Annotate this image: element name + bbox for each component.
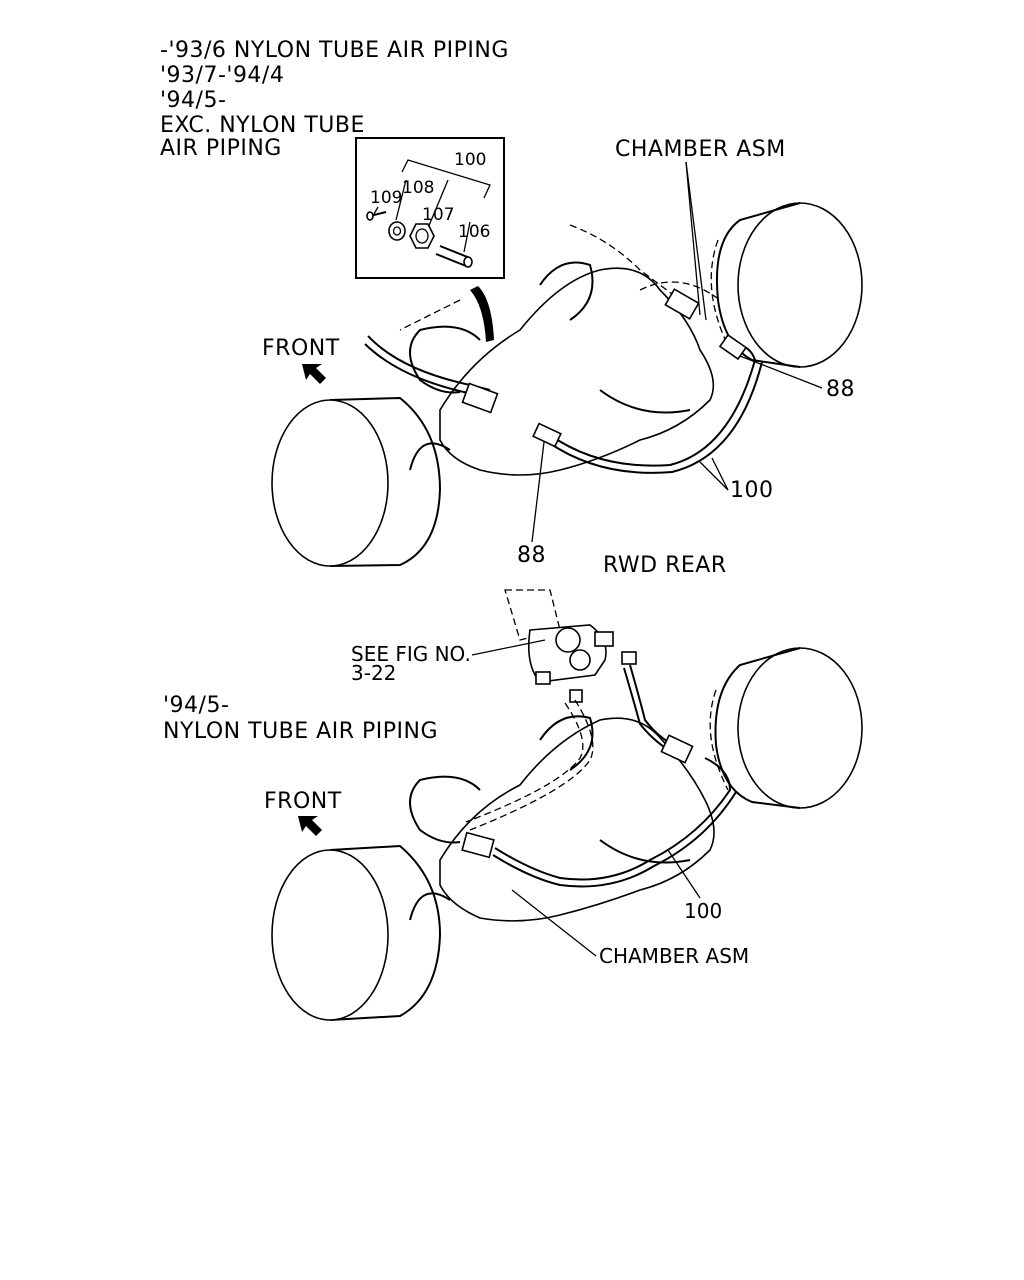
lower-front-label: FRONT bbox=[264, 789, 342, 814]
upper-callout-100: 100 bbox=[730, 478, 774, 503]
relay-valve-assembly bbox=[504, 589, 637, 703]
lower-callout-100: 100 bbox=[684, 899, 722, 923]
pin-109 bbox=[366, 211, 387, 221]
callout-106: 106 bbox=[458, 222, 490, 242]
see-fig-line-2: 3-22 bbox=[351, 661, 396, 685]
note-line-3: '94/5- bbox=[160, 88, 226, 113]
upper-connector-left bbox=[461, 382, 499, 414]
upper-hose-88-right bbox=[718, 333, 748, 361]
tube-106 bbox=[435, 245, 473, 268]
note-line-1: -'93/6 NYLON TUBE AIR PIPING bbox=[160, 38, 509, 63]
upper-callout-88-bottom: 88 bbox=[517, 543, 546, 568]
upper-differential-housing bbox=[439, 267, 715, 476]
parts-inset: 100 108 109 107 106 bbox=[355, 137, 505, 342]
nut-107 bbox=[409, 223, 435, 249]
lower-front-arrow-icon bbox=[298, 816, 322, 836]
upper-hose-88-left bbox=[532, 422, 562, 448]
upper-connector-right bbox=[664, 288, 700, 320]
lower-axle-assembly bbox=[271, 589, 863, 1021]
lower-connector-left bbox=[461, 831, 495, 859]
upper-chamber-label: CHAMBER ASM bbox=[615, 137, 786, 162]
upper-callout-88-right: 88 bbox=[826, 377, 855, 402]
upper-front-arrow-icon bbox=[302, 364, 326, 384]
inset-pointer bbox=[470, 286, 494, 342]
upper-front-label: FRONT bbox=[262, 336, 340, 361]
see-fig-line-1: SEE FIG NO. bbox=[351, 642, 471, 666]
section-title: RWD REAR bbox=[603, 553, 727, 578]
lower-chamber-label: CHAMBER ASM bbox=[599, 944, 749, 968]
callout-100-inset: 100 bbox=[454, 150, 486, 170]
top-notes: -'93/6 NYLON TUBE AIR PIPING '93/7-'94/4… bbox=[160, 38, 509, 161]
callout-107: 107 bbox=[422, 205, 454, 225]
note-line-2: '93/7-'94/4 bbox=[160, 63, 284, 88]
lower-connector-right bbox=[660, 734, 694, 764]
upper-left-drum bbox=[271, 396, 442, 567]
washer-108 bbox=[388, 221, 406, 241]
note-line-5: AIR PIPING bbox=[160, 136, 282, 161]
lower-right-drum bbox=[709, 647, 863, 809]
lower-left-drum bbox=[271, 844, 442, 1021]
lower-note-line-2: NYLON TUBE AIR PIPING bbox=[163, 719, 438, 744]
note-line-4: EXC. NYLON TUBE bbox=[160, 113, 365, 138]
lower-note-line-1: '94/5- bbox=[163, 693, 229, 718]
inset-frame bbox=[355, 137, 505, 279]
callout-108: 108 bbox=[402, 178, 434, 198]
callout-109: 109 bbox=[370, 188, 402, 208]
upper-axle-assembly bbox=[271, 202, 863, 567]
